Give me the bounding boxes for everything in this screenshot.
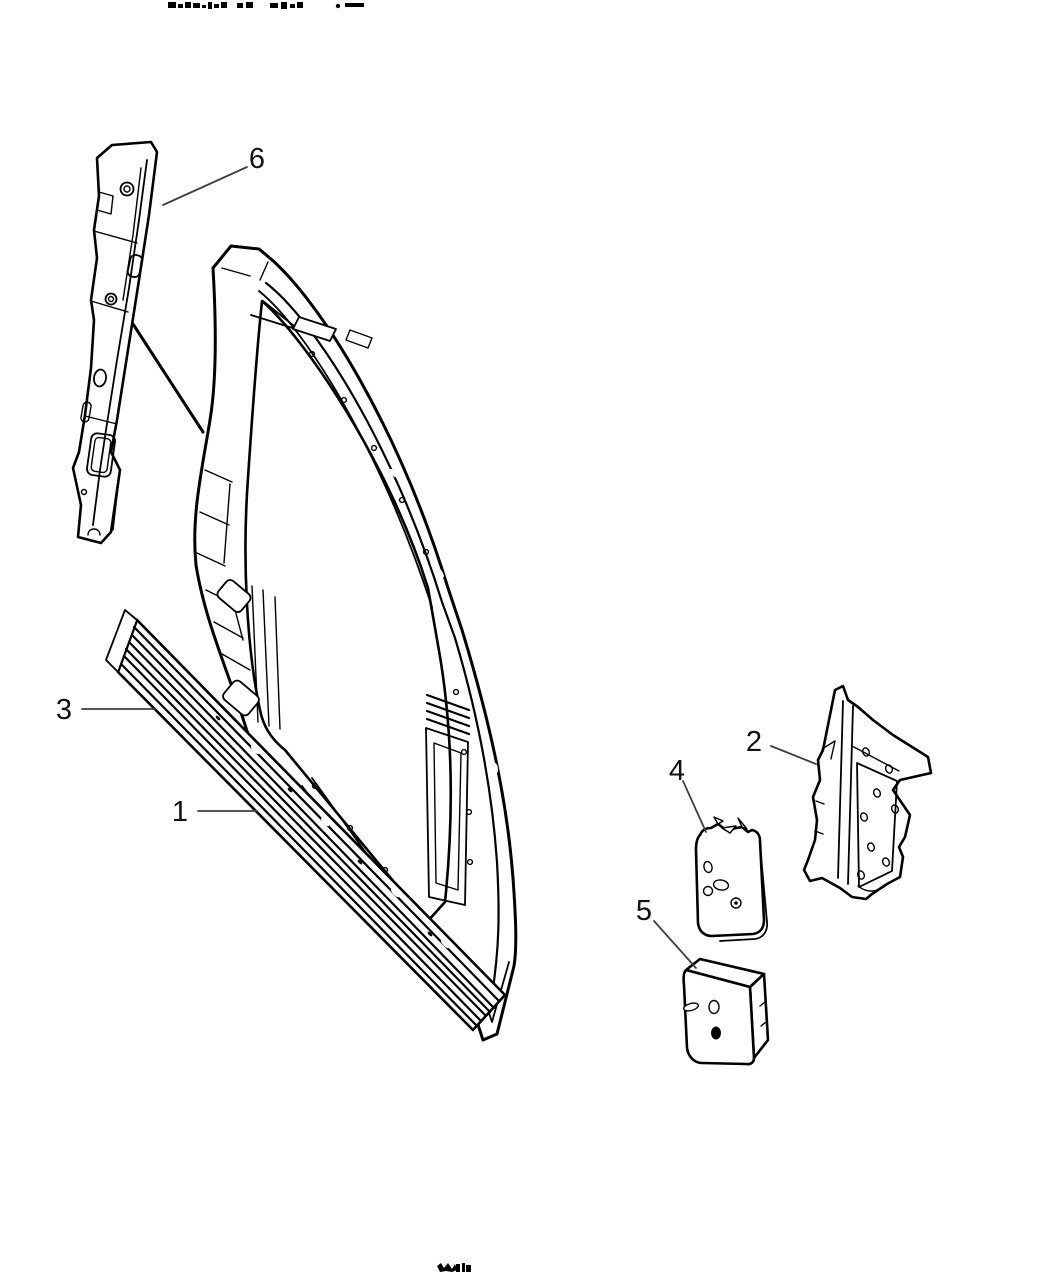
baffle-holes: [702, 860, 742, 909]
clipped-header-text-fragments: [168, 2, 364, 9]
callout-6-label[interactable]: 6: [249, 143, 265, 175]
callout-5-label[interactable]: 5: [636, 895, 652, 927]
part-pillar-reinforcement: [71, 140, 159, 545]
callout-1-label[interactable]: 1: [172, 796, 188, 828]
callout-5: 5: [636, 895, 697, 969]
part6-position-indicator-line: [131, 322, 205, 434]
callout-1: 1: [172, 796, 258, 828]
callout-3-label[interactable]: 3: [56, 694, 72, 726]
part-cowl-side-bracket: [802, 684, 933, 901]
callout-4-label[interactable]: 4: [669, 755, 685, 787]
callout-6-leader: [162, 166, 248, 206]
hinge-plate-lower: [222, 679, 260, 717]
callout-4: 4: [669, 755, 707, 833]
callout-2-label[interactable]: 2: [746, 726, 762, 758]
callout-5-leader: [653, 920, 697, 969]
part-rocker-sill: [105, 609, 507, 1032]
callout-6: 6: [162, 143, 265, 206]
callout-2-leader: [770, 745, 817, 765]
callout-4-leader: [682, 780, 707, 833]
part-baffle-plate: [694, 816, 768, 942]
callouts: 6 3 1 2 4 5: [56, 143, 817, 969]
hinge-plate-upper: [216, 579, 252, 613]
part-aperture-panel: [193, 244, 518, 1042]
callout-2: 2: [746, 726, 817, 765]
part-silencer-box: [682, 957, 770, 1066]
sill-seam-dashes: [215, 715, 450, 949]
callout-3: 3: [56, 694, 156, 726]
sill-hatch-lines: [119, 625, 500, 1028]
bracket-holes: [856, 747, 900, 880]
clipped-footer-text-fragment: [437, 1263, 471, 1272]
